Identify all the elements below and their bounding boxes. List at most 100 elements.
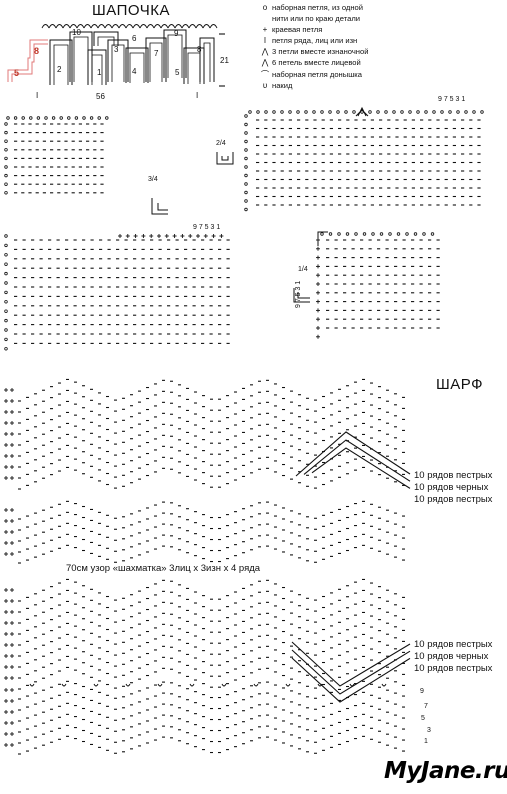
scallop-edge bbox=[160, 24, 169, 29]
cast-on-dot bbox=[21, 116, 25, 120]
legend-text: накид bbox=[272, 80, 293, 90]
band-line-top bbox=[311, 447, 411, 489]
scallop-edge bbox=[55, 24, 64, 29]
cast-on-dot bbox=[244, 148, 248, 152]
cast-on-dot bbox=[456, 110, 460, 114]
cast-on-dot bbox=[59, 116, 63, 120]
cast-on-dot bbox=[67, 116, 71, 120]
scarf-middle-text: 70см узор «шахматка» 3лиц х 3изн х 4 ряд… bbox=[66, 563, 261, 574]
hat-schema-6: 6 bbox=[132, 34, 137, 43]
fraction-half: 2/4 bbox=[216, 140, 226, 147]
fraction-quarter: 1/4 bbox=[298, 266, 308, 273]
scallop-edge bbox=[125, 24, 134, 29]
yarnover-icon bbox=[317, 683, 323, 687]
scallop-edge bbox=[111, 24, 120, 29]
scallop-edge bbox=[41, 24, 50, 29]
cast-on-dot bbox=[13, 116, 18, 120]
band-label-top-2: 10 рядов черных bbox=[414, 482, 489, 493]
scarf-title: ШАРФ bbox=[436, 376, 483, 393]
cast-on-dot bbox=[4, 165, 8, 169]
cast-on-dot bbox=[244, 199, 248, 203]
legend-item: нити или по краю детали bbox=[258, 13, 503, 24]
legend-item: ⌒наборная петля донышка bbox=[258, 69, 503, 80]
schema-block bbox=[91, 54, 103, 85]
scallop-edge bbox=[132, 24, 141, 29]
hat-schema-8a: 8 bbox=[197, 45, 202, 54]
cast-on-dot bbox=[362, 232, 367, 236]
band-label-top-1: 10 рядов пестрых bbox=[414, 470, 493, 481]
scallop-edge bbox=[209, 24, 218, 29]
cast-on-dot bbox=[4, 262, 8, 266]
cast-on-dot bbox=[244, 139, 248, 144]
legend-item: ⋀3 петли вместе изнаночной bbox=[258, 46, 503, 57]
cast-on-dot bbox=[448, 110, 452, 114]
hat-schema-2: 2 bbox=[57, 65, 62, 74]
schema-block bbox=[87, 49, 107, 85]
cast-on-dot bbox=[416, 110, 420, 114]
hat-stitch-count: 56 bbox=[96, 92, 105, 101]
cast-on-dot bbox=[408, 110, 412, 114]
yarnover-icon bbox=[157, 683, 163, 687]
cast-on-dot bbox=[244, 156, 248, 161]
cast-on-dot bbox=[336, 110, 340, 114]
hat-schema-5a: 5 bbox=[175, 68, 180, 77]
band-line-bottom bbox=[291, 649, 411, 695]
scarf-row-3: 3 bbox=[427, 727, 431, 734]
schema-block bbox=[129, 52, 145, 83]
cast-on-dot bbox=[328, 110, 332, 114]
cast-on-dot bbox=[371, 232, 375, 236]
cast-on-dot bbox=[244, 190, 248, 195]
yarnover-icon bbox=[285, 683, 291, 687]
legend-text: наборная петля, из одной bbox=[272, 3, 363, 12]
yarnover-icon bbox=[125, 683, 131, 687]
band-label-bottom-3: 10 рядов пестрых bbox=[414, 663, 493, 674]
cast-on-dot bbox=[320, 110, 324, 114]
cast-on-dot bbox=[296, 110, 300, 114]
cast-on-dot bbox=[244, 165, 248, 169]
legend-item: +краевая петля bbox=[258, 24, 503, 35]
scallop-edge bbox=[83, 24, 92, 29]
schema-block bbox=[145, 37, 167, 82]
yarnover-icon bbox=[61, 683, 67, 687]
cast-on-dot bbox=[352, 110, 356, 114]
scarf-row-7: 7 bbox=[424, 703, 428, 710]
cast-on-dot bbox=[472, 110, 476, 114]
half-mark bbox=[216, 152, 234, 165]
cast-on-dot bbox=[4, 337, 8, 342]
legend-text: 3 петли вместе изнаночной bbox=[272, 47, 369, 57]
legend-yarnover-icon: υ bbox=[262, 80, 268, 90]
cast-on-dot bbox=[368, 110, 372, 114]
legend-knit6-icon: ⋀ bbox=[261, 58, 269, 68]
schema-block bbox=[73, 36, 89, 82]
hat-row-count: 21 bbox=[220, 56, 229, 65]
scallop-edge bbox=[146, 24, 155, 29]
scallop-edge bbox=[195, 24, 204, 29]
legend-purl3-icon: ⋀ bbox=[261, 47, 269, 57]
cast-on-dot bbox=[4, 318, 8, 323]
cast-on-dot bbox=[244, 207, 248, 212]
legend-stitch-icon: I bbox=[263, 36, 267, 46]
cast-on-dot bbox=[384, 110, 388, 114]
scallop-edge bbox=[139, 24, 148, 29]
cast-on-dot bbox=[4, 309, 8, 313]
cast-on-dot bbox=[244, 173, 248, 178]
cast-on-dot bbox=[4, 130, 8, 135]
cast-on-dot bbox=[4, 281, 8, 285]
cast-on-dot bbox=[89, 116, 94, 120]
quarter-mark bbox=[157, 203, 168, 211]
scallop-edge bbox=[202, 24, 211, 29]
cast-on-dot bbox=[464, 110, 468, 114]
cast-on-dot bbox=[4, 290, 8, 295]
cast-on-dot bbox=[4, 234, 8, 238]
schema-block bbox=[167, 34, 183, 78]
cast-on-dot bbox=[29, 116, 33, 120]
legend-text: наборная петля донышка bbox=[272, 69, 363, 79]
quarter-mark bbox=[151, 198, 168, 215]
cast-on-dot bbox=[400, 110, 404, 114]
cast-on-dot bbox=[422, 232, 426, 236]
scallop-edge bbox=[181, 24, 190, 29]
band-line-bottom bbox=[291, 657, 411, 703]
legend-item: ⋀6 петель вместе лицевой bbox=[258, 57, 503, 68]
